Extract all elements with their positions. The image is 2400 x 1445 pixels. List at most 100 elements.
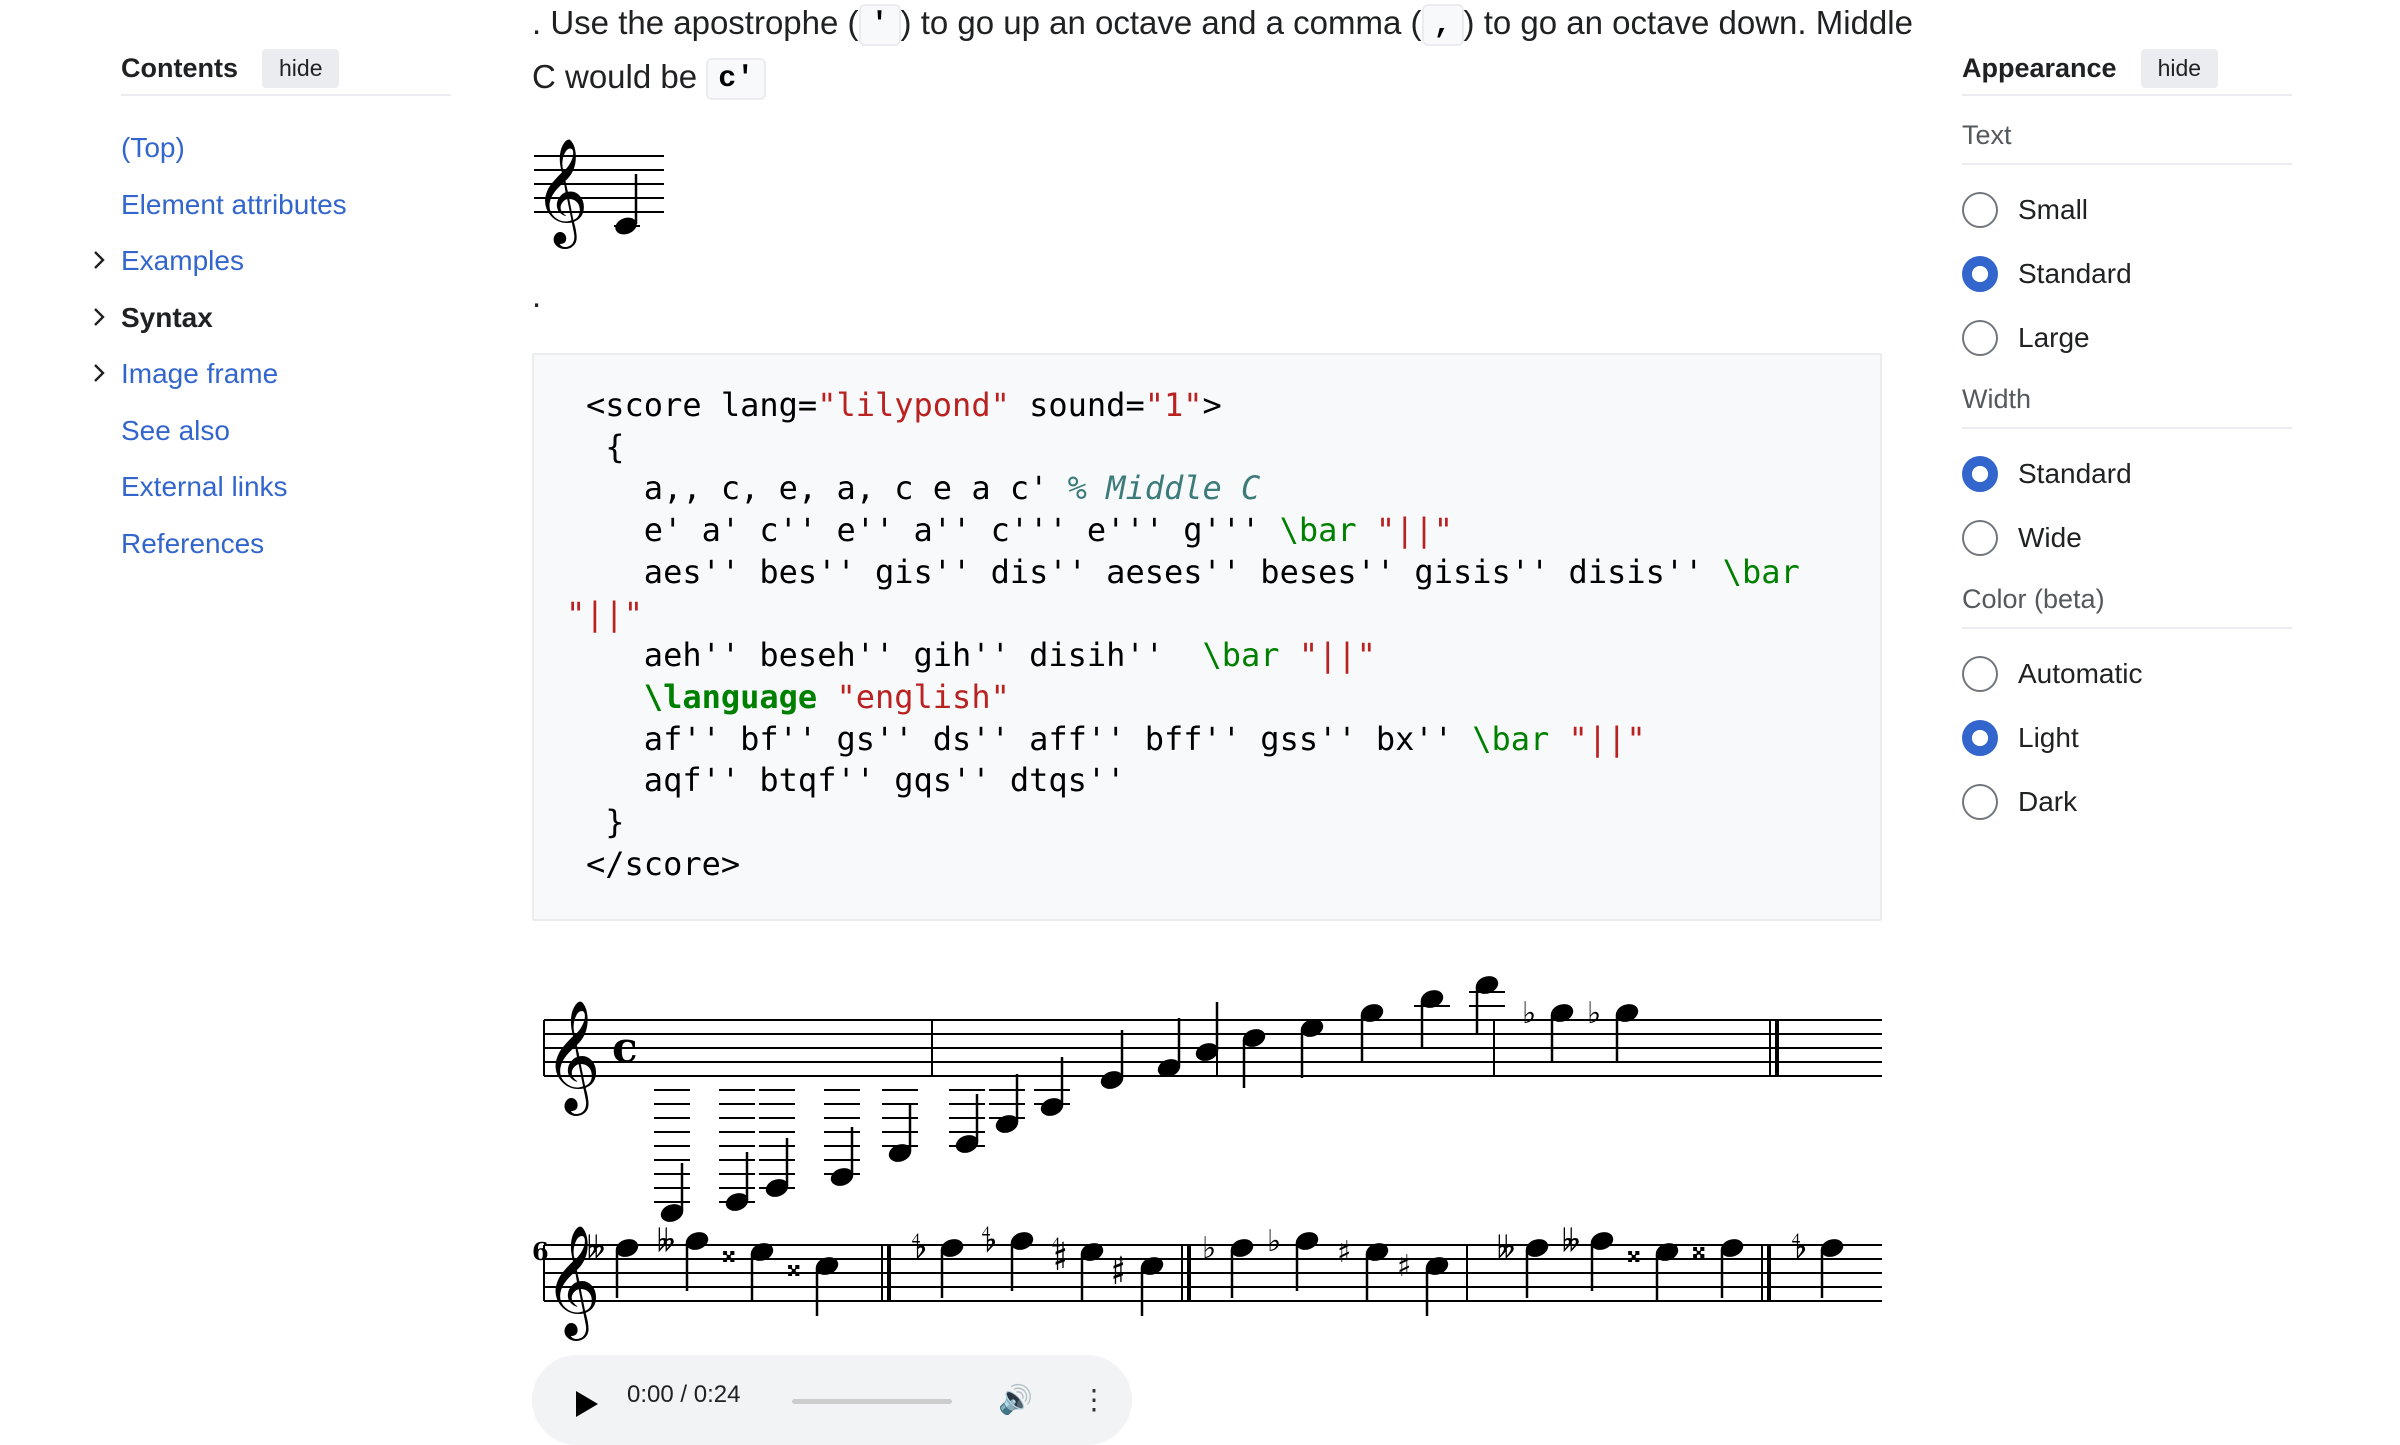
code-line: af'' bf'' gs'' ds'' aff'' bff'' gss'' bx… — [586, 719, 1473, 758]
toc-header: Contents hide — [121, 48, 451, 96]
accidental: 𝄫 — [587, 1231, 605, 1266]
apostrophe-code: ' — [858, 4, 901, 46]
appearance-header: Appearance hide — [1962, 48, 2292, 96]
toc-item-label[interactable]: Image frame — [121, 358, 279, 390]
code-line: e' a' c'' e'' a'' c''' e''' g''' — [586, 511, 1280, 550]
code-string: "||" — [1279, 636, 1376, 675]
radio-color-dark[interactable]: Dark — [1962, 770, 2292, 834]
octave-paragraph: . Use the apostrophe (') to go up an oct… — [532, 0, 1913, 50]
toc-item-label[interactable]: See also — [121, 414, 230, 446]
chevron-right-icon[interactable] — [87, 355, 111, 391]
radio-color-light[interactable]: Light — [1962, 706, 2292, 770]
group-title: Color (beta) — [1962, 584, 2292, 629]
toc-item-element-attributes[interactable]: Element attributes — [121, 177, 451, 234]
accidental: 𝄪 — [722, 1235, 736, 1270]
radio-circle[interactable] — [1962, 520, 1998, 556]
accidental: 𝄳 — [1792, 1231, 1806, 1266]
radio-label: Standard — [2018, 258, 2132, 289]
accidental: 𝄪 — [787, 1249, 801, 1284]
rendered-score-image: 𝄞 c ♭♭ 6 𝄞 𝄫𝄫𝄪𝄪𝄳𝄳𝄲𝄰♭♭♯♯𝄫𝄫𝄪𝄪𝄳 — [532, 976, 1882, 1341]
code-string: "1" — [1144, 386, 1203, 424]
audio-time: 0:00 / 0:24 — [627, 1381, 741, 1408]
treble-clef-icon: 𝄞 — [544, 1224, 601, 1341]
middle-c-score-image: 𝄞 — [534, 137, 664, 249]
accidental: 𝄫 — [1562, 1224, 1580, 1259]
code-line: aqf'' btqf'' gqs'' dtqs'' — [586, 761, 1126, 800]
volume-icon[interactable]: 🔊 — [998, 1384, 1033, 1415]
toc-item-label[interactable]: Element attributes — [121, 188, 347, 220]
code-string: "||" — [566, 594, 644, 633]
toc-item-label[interactable]: References — [121, 527, 265, 559]
toc-item-top[interactable]: (Top) — [121, 120, 451, 177]
radio-circle[interactable] — [1962, 320, 1998, 356]
accidental: ♭ — [1202, 1231, 1216, 1266]
radio-label: Automatic — [2018, 658, 2143, 689]
radio-circle[interactable] — [1962, 456, 1998, 492]
paragraph-text: ) to go up an octave and a comma ( — [900, 4, 1422, 41]
radio-width-standard[interactable]: Standard — [1962, 442, 2292, 506]
radio-color-automatic[interactable]: Automatic — [1962, 642, 2292, 706]
more-options-icon[interactable]: ⋮ — [1080, 1384, 1108, 1415]
chevron-right-icon[interactable] — [87, 242, 111, 278]
appearance-title: Appearance — [1962, 52, 2117, 83]
radio-label: Wide — [2018, 522, 2082, 553]
code-command: \bar — [1279, 511, 1357, 550]
radio-circle[interactable] — [1962, 256, 1998, 292]
toc-hide-button[interactable]: hide — [262, 48, 340, 88]
radio-text-small[interactable]: Small — [1962, 178, 2292, 242]
audio-seek-bar[interactable] — [792, 1399, 952, 1404]
toc-item-examples[interactable]: Examples — [94, 233, 451, 290]
code-block: <score lang="lilypond" sound="1"> { a,, … — [532, 353, 1882, 921]
radio-circle[interactable] — [1962, 656, 1998, 692]
lilypond-code: <score lang="lilypond" sound="1"> { a,, … — [566, 385, 1800, 885]
toc-item-syntax[interactable]: Syntax — [94, 290, 451, 347]
audio-player[interactable]: 0:00 / 0:24 🔊 ⋮ — [532, 1355, 1132, 1445]
radio-text-standard[interactable]: Standard — [1962, 242, 2292, 306]
toc-item-image-frame[interactable]: Image frame — [94, 346, 451, 403]
toc-item-references[interactable]: References — [121, 516, 451, 573]
accidental: ♭ — [1587, 996, 1601, 1031]
radio-text-large[interactable]: Large — [1962, 306, 2292, 370]
radio-circle[interactable] — [1962, 720, 1998, 756]
accidental: 𝄰 — [1112, 1249, 1124, 1285]
chevron-right-icon[interactable] — [87, 299, 111, 335]
accidental: ♯ — [1337, 1235, 1352, 1270]
accidental: 𝄳 — [912, 1231, 926, 1266]
radio-circle[interactable] — [1962, 784, 1998, 820]
radio-circle[interactable] — [1962, 192, 1998, 228]
code-line: } — [586, 803, 625, 842]
paragraph-text: ) to go an octave down. Middle — [1463, 4, 1913, 41]
appearance-hide-button[interactable]: hide — [2140, 48, 2219, 88]
code-tag: > — [1202, 386, 1222, 424]
code-line: a,, c, e, a, c e a c' — [586, 469, 1068, 508]
width-group: Width Standard Wide — [1962, 384, 2292, 570]
code-keyword: \language — [586, 677, 818, 716]
code-string: "||" — [1549, 719, 1646, 758]
text-size-group: Text Small Standard Large — [1962, 120, 2292, 370]
accidental: 𝄫 — [1497, 1231, 1515, 1266]
table-of-contents: Contents hide (Top) Element attributes E… — [94, 48, 451, 573]
toc-item-label[interactable]: External links — [121, 471, 288, 503]
group-title: Text — [1962, 120, 2292, 165]
code-tag: <score lang= — [586, 386, 818, 424]
toc-item-label[interactable]: Examples — [121, 245, 244, 277]
play-icon[interactable] — [576, 1391, 598, 1417]
toc-list: (Top) Element attributes Examples Syntax… — [94, 120, 451, 573]
code-string: "||" — [1356, 511, 1453, 550]
toc-item-label[interactable]: (Top) — [121, 132, 185, 164]
accidental: ♭ — [1522, 996, 1536, 1031]
radio-width-wide[interactable]: Wide — [1962, 506, 2292, 570]
accidental: 𝄫 — [657, 1224, 675, 1259]
paragraph-text: . Use the apostrophe ( — [532, 4, 859, 41]
group-title: Width — [1962, 384, 2292, 429]
accidental: 𝄲 — [1052, 1235, 1066, 1271]
toc-item-see-also[interactable]: See also — [121, 403, 451, 460]
toc-item-external-links[interactable]: External links — [121, 459, 451, 516]
comma-code: , — [1421, 4, 1464, 46]
toc-item-label[interactable]: Syntax — [121, 301, 213, 333]
treble-clef-icon: 𝄞 — [534, 137, 588, 249]
code-line: aeh'' beseh'' gih'' disih'' — [586, 636, 1203, 675]
accidental: 𝄳 — [982, 1224, 996, 1259]
code-tag: </score> — [586, 844, 741, 883]
paragraph-text: C would be — [532, 58, 707, 95]
